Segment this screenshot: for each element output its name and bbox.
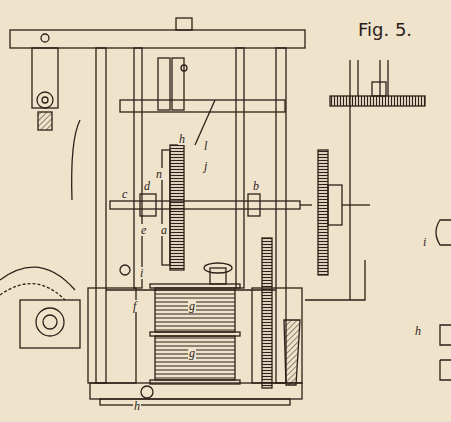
drawing-stroke <box>32 48 58 108</box>
drawing-stroke <box>262 238 272 388</box>
drawing-stroke <box>88 288 136 383</box>
drawing-stroke <box>176 18 192 30</box>
main-shaft <box>110 194 312 216</box>
figure-title: Fig. 5. <box>358 20 412 40</box>
drawing-stroke <box>110 201 300 209</box>
part-letter: f <box>132 300 137 312</box>
part-letter: b <box>252 180 260 192</box>
drawing-stroke <box>318 150 328 275</box>
drawing-stroke <box>170 145 184 270</box>
drawing-stroke <box>43 315 57 329</box>
drawing-stroke <box>162 150 170 265</box>
drawing-stroke <box>195 100 215 145</box>
drawing-stroke <box>0 267 75 290</box>
drawing-stroke <box>140 194 156 216</box>
drawing-stroke <box>248 194 260 216</box>
drawing-stroke <box>328 185 342 225</box>
part-letter: c <box>121 188 128 200</box>
part-letter: g <box>188 347 196 359</box>
drawing-stroke <box>155 336 235 380</box>
drawing-stroke <box>38 112 52 130</box>
part-letter: h <box>414 325 422 337</box>
drawing-stroke <box>284 320 300 385</box>
frame <box>10 18 305 405</box>
coil-bobbins <box>150 263 240 384</box>
part-letter: l <box>203 140 208 152</box>
top-pulley <box>120 58 285 112</box>
drawing-stroke <box>10 30 305 48</box>
drawing-stroke <box>134 48 142 288</box>
drawing-stroke <box>357 60 358 96</box>
part-letter: g <box>188 300 196 312</box>
drawing-stroke <box>372 82 386 96</box>
drawing-stroke <box>120 100 285 112</box>
drawing-stroke <box>300 204 312 205</box>
part-letter: i <box>139 267 144 279</box>
hanging-arm <box>32 48 80 200</box>
part-letter: d <box>143 180 151 192</box>
drawing-stroke <box>155 288 235 332</box>
drawing-stroke <box>436 220 451 245</box>
left-gear <box>0 267 80 348</box>
drawing-stroke <box>236 48 244 288</box>
drawing-stroke <box>349 60 350 300</box>
drawing-stroke <box>210 268 226 284</box>
drawing-stroke <box>96 48 106 383</box>
drawing-stroke <box>158 58 170 110</box>
drawing-stroke <box>440 360 451 380</box>
drawing-stroke <box>141 386 153 398</box>
drawing-stroke <box>305 260 365 300</box>
drawing-stroke <box>150 380 240 384</box>
part-letter: e <box>140 224 147 236</box>
part-letter: h <box>133 400 141 412</box>
drawing-stroke <box>36 308 64 336</box>
drawing-stroke <box>20 300 80 348</box>
drawing-stroke <box>0 284 65 300</box>
drawing-stroke <box>150 332 240 336</box>
drive-gear <box>262 238 300 388</box>
drawing-stroke <box>72 120 80 200</box>
drawing-stroke <box>330 96 425 106</box>
drawing-stroke <box>42 97 48 103</box>
part-letter: h <box>178 133 186 145</box>
part-letter: j <box>203 160 208 172</box>
detail-fragments <box>120 220 451 380</box>
drawing-stroke <box>181 65 187 71</box>
part-letter: i <box>422 236 427 248</box>
part-letter: n <box>155 168 163 180</box>
drawing-stroke <box>342 204 370 205</box>
part-letter: a <box>160 224 168 236</box>
drawing-stroke <box>41 34 49 42</box>
drawing-stroke <box>387 60 388 96</box>
drawing-stroke <box>37 92 53 108</box>
drawing-stroke <box>379 60 380 96</box>
upper-gear <box>162 100 215 270</box>
drawing-stroke <box>100 399 290 405</box>
drawing-stroke <box>120 265 130 275</box>
right-bevel-gears <box>305 60 425 300</box>
drawing-stroke <box>440 325 451 345</box>
